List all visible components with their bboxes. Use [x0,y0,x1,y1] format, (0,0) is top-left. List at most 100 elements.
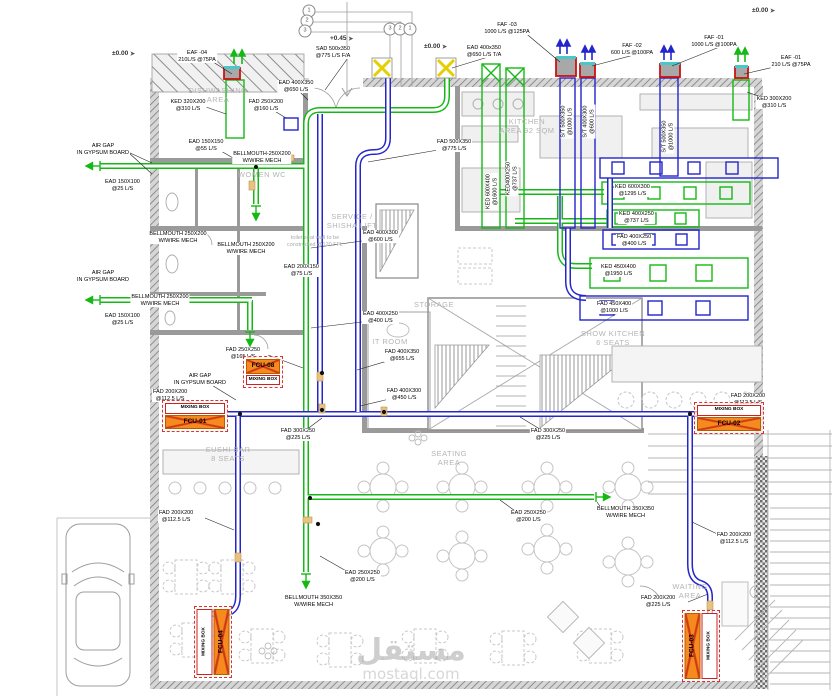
elevation-value: ±0.00 [424,43,443,50]
duct-label: EAD 400X350 @650 L/S [277,80,315,94]
duct-label: FAF -01 1000 L/S @100PA [690,35,738,49]
duct-label: BELLMOUTH 250X200 W/WIRE MECH [216,242,276,256]
roof-fans [223,39,749,80]
duct-label: KED 320X200 @310 L/S [169,99,207,113]
duct-label: S/T 400X300 @600 L/S [582,104,596,139]
duct-label: KED 400X250 @737 L/S [618,211,655,225]
duct-label: S/T 500X350 @1000 L/S [661,119,675,154]
room-label: WOMEN WC [237,170,287,179]
duct-label: KED 300X200 @310 L/S [755,96,793,110]
duct-label: EAD 400x350 @650 L/S T/A [465,45,503,59]
duct-label: KED 450X400 @1950 L/S [600,264,637,278]
duct-label: EAD 150X150 @55 L/S [187,139,225,153]
duct-label: BELLMOUTH 350X350 W/WIRE MECH [596,506,656,520]
duct-label: EAF -01 210 L/S @75PA [770,55,812,69]
duct-label: FAD 300X250 @225 L/S [529,428,567,442]
duct-label: AIR GAP IN GYPSUM BOARD [76,270,130,284]
elevation-marker: ±0.00 ➤ [752,7,776,15]
mixing-box-label: MIXING BOX [197,609,213,675]
duct-label: FAD 450X400 @1000 L/S [596,301,633,315]
elevation-arrow-icon: ➤ [770,8,776,15]
building-walls [150,78,763,689]
duct-label: FAD 250X200 @160 L/S [247,99,285,113]
grid-bubble: 3 [298,24,312,38]
mixing-box-label: MIXING BOX [246,374,280,386]
room-label: DISHWASHING AREA [188,86,248,104]
duct-label: EAD 200X150 @75 L/S [283,264,320,278]
grid-bubble: 1 [403,22,417,36]
grid-lines [311,2,413,96]
elevation-arrow-icon: ➤ [130,51,136,58]
duct-label: EAD 250X250 @200 L/S [344,570,381,584]
car [56,517,150,696]
duct-label: FAD 400X300 @450 L/S [386,388,423,402]
elevation-value: +0.45 [330,35,349,42]
duct-label: EAD 150X100 @25 L/S [104,179,141,193]
duct-label: EAD 150X100 @25 L/S [104,313,141,327]
duct-label: BELLMOUTH 250X200 W/WIRE MECH [148,231,208,245]
duct-label: FAD 500X350 @775 L/S [436,139,473,153]
elevation-arrow-icon: ➤ [442,44,448,51]
grid-arrow [341,87,353,97]
duct-label: FAD 200X200 @225 L/S [640,595,677,609]
note-label: toilet seat wall to be constructed @120 … [287,235,344,248]
room-label: SUSHI BAR 8 SEATS [205,445,251,463]
duct-label: FAD 300X250 @225 L/S [279,428,317,442]
duct-label: FAD 400X250 @400 L/S [616,234,653,248]
fcu-tag: FCU-02 [697,416,761,432]
fcu-tag: FCU-01 [165,414,225,430]
duct-label: SAD 500x350 @775 L/S F/A [314,46,352,60]
elevation-marker: +0.45 ➤ [330,35,354,43]
mixing-box-label: MIXING BOX [165,403,225,414]
elevation-marker: ±0.00 ➤ [424,43,448,51]
duct-fittings [234,154,714,611]
duct-label: BELLMOUTH-250X200 W/WIRE MECH [232,151,292,165]
room-label: STORAGE [413,300,455,309]
duct-label: S/T 500X350 @1000 L/S [560,104,574,139]
fcu-tag: FCU-03 [685,613,701,679]
duct-label: AIR GAP IN GYPSUM BOARD [76,143,130,157]
duct-label: EAD 400X300 @600 L/S [362,230,399,244]
duct-label: KED 600X400 @1600 L/S [485,173,499,211]
mixing-box-label: MIXING BOX [701,613,717,679]
room-label: SHOW KITCHEN 6 SEATS [580,329,646,347]
elevation-value: ±0.00 [112,50,131,57]
duct-label: BELLMOUTH 250X200 W/WIRE MECH [130,294,190,308]
mixing-box-label: MIXING BOX [697,405,761,416]
room-label: SEATING AREA [431,449,467,467]
duct-label: FAD 200X200 @112.5 L/S [716,532,753,546]
room-label: WAITING AREA [672,582,708,600]
duct-label: EAF -04 210L/S @75PA [177,50,217,64]
fcu-tag: FCU-04 [213,609,229,675]
duct-label: KED 600X300 @1295 L/S [614,184,651,198]
fire-dampers [371,57,457,79]
room-label: KITCHEN AREA 92 SQM [499,117,555,135]
duct-label: FAF -03 1000 L/S @125PA [483,22,531,36]
toilet-fixtures [164,192,179,326]
duct-label: EAD 250X250 @200 L/S [510,510,547,524]
room-label: SERVICE / SHISHA LIFT [326,212,378,230]
grid-bubble: 3 [383,22,397,36]
supply-ducts [203,76,779,630]
elevation-value: ±0.00 [752,7,771,14]
duct-label: BELLMOUTH 350X350 W/WIRE MECH [284,595,344,609]
duct-label: FAD 400X350 @655 L/S [384,349,421,363]
fcu-tag: FCU-08 [246,359,280,374]
duct-label: KED400X250 @737 L/S [505,160,519,197]
elevation-arrow-icon: ➤ [348,36,354,43]
duct-label: FAD 200X200 @112.5 L/S [152,389,189,403]
duct-label: FAD 200X200 @112.5 L/S [158,510,195,524]
duct-label: EAD 400X250 @400 L/S [362,311,399,325]
duct-label: AIR GAP IN GYPSUM BOARD [173,373,227,387]
duct-label: FAF -02 600 L/S @100PA [609,43,655,57]
room-label: IT ROOM [372,337,408,346]
elevation-marker: ±0.00 ➤ [112,50,136,58]
